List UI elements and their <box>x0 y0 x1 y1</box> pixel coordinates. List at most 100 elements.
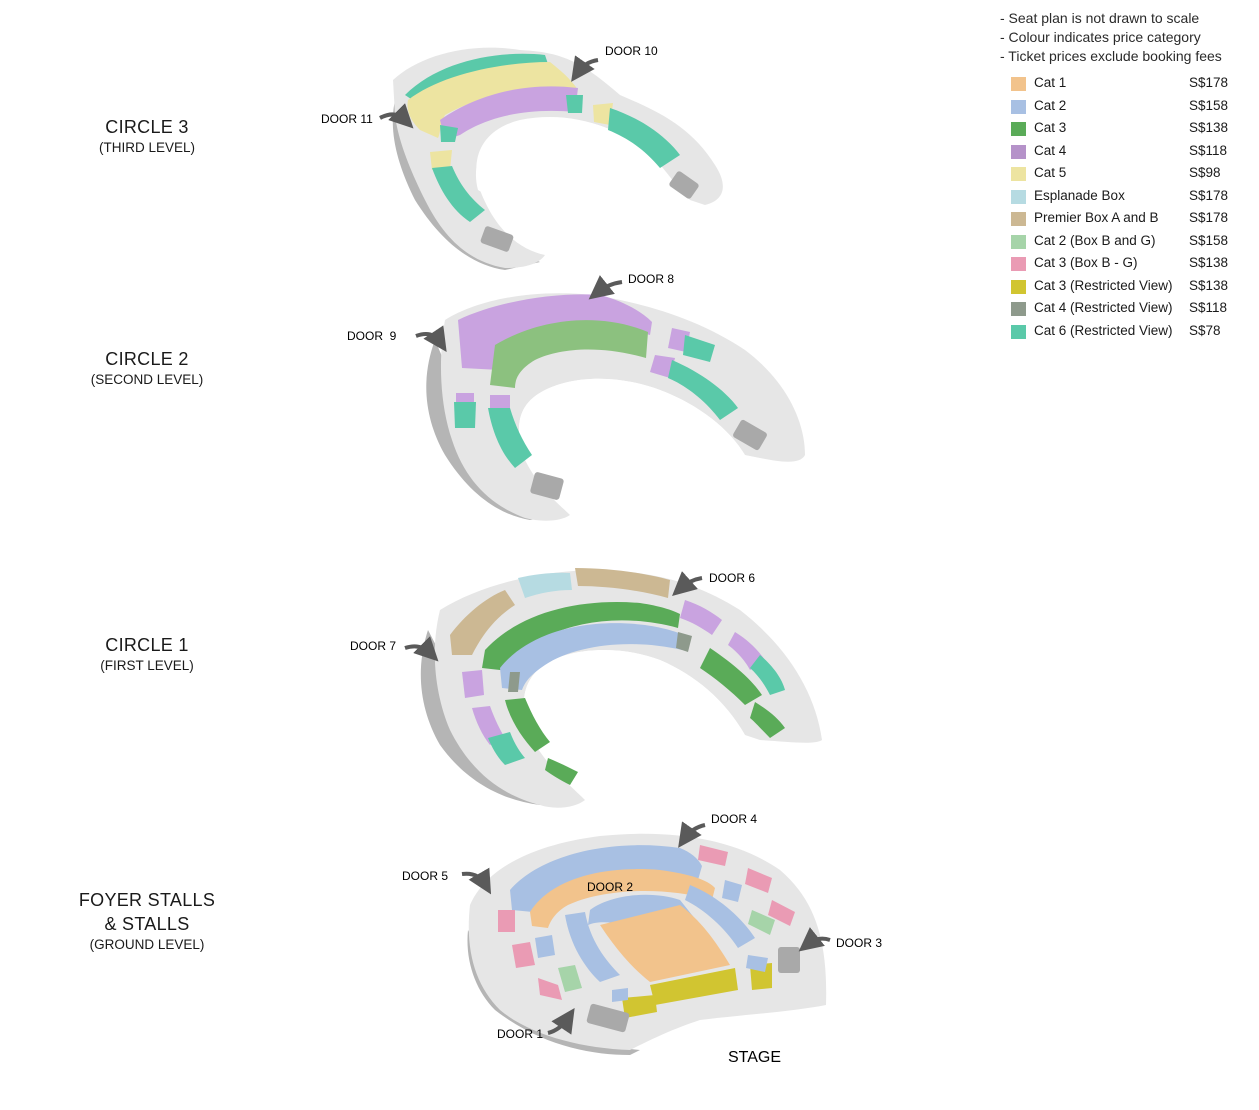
level-name: CIRCLE 3 <box>105 117 189 137</box>
color-swatch <box>1011 144 1026 159</box>
category-price: S$158 <box>1189 232 1229 248</box>
category-price: S$178 <box>1189 187 1229 203</box>
color-swatch <box>1011 302 1026 316</box>
category-name: Cat 3 (Restricted View) <box>1034 277 1173 293</box>
seating-block-cat6 <box>432 166 485 222</box>
seating-block-cat4 <box>728 632 765 670</box>
door-arrow <box>798 927 831 952</box>
level-subtitle: (FIRST LEVEL) <box>100 658 194 673</box>
category-price: S$138 <box>1189 255 1229 270</box>
door-arrow <box>415 325 447 352</box>
seating-block-premier-box <box>450 590 515 655</box>
ground-level <box>467 833 827 1055</box>
stage-label: STAGE <box>728 1049 781 1066</box>
category-name: Cat 5 <box>1034 165 1067 180</box>
door-label-2: DOOR 2 <box>587 880 633 894</box>
door-arrows <box>379 55 831 1035</box>
seating-block-premier-box <box>575 568 670 598</box>
legend-notes: - Seat plan is not drawn to scale - Colo… <box>1000 9 1222 66</box>
floor-shadow <box>420 630 565 805</box>
circle-1-level <box>420 568 822 808</box>
door-label-8: DOOR 8 <box>628 272 674 286</box>
level-subtitle: (GROUND LEVEL) <box>89 937 205 952</box>
category-price: S$118 <box>1189 142 1228 158</box>
door-arrow <box>461 867 492 895</box>
category-name: Premier Box A and B <box>1034 210 1159 225</box>
legend-item: Esplanade Box S$178 <box>1011 187 1241 210</box>
seating-block-cat5 <box>407 62 578 138</box>
seating-block-cat3 <box>750 702 785 738</box>
seating-block-cat2 <box>565 912 620 982</box>
category-price: S$178 <box>1189 210 1229 225</box>
seating-block-cat3-box <box>768 900 795 926</box>
control-booth <box>778 947 800 973</box>
color-swatch <box>1011 167 1026 181</box>
category-name: Cat 3 <box>1034 120 1067 135</box>
seating-block-cat2 <box>510 845 702 912</box>
seating-block-cat4 <box>650 355 675 378</box>
circle-3-level <box>392 47 723 270</box>
note-line: - Colour indicates price category <box>1000 29 1201 45</box>
note-line: - Seat plan is not drawn to scale <box>1000 10 1200 26</box>
category-name: Esplanade Box <box>1034 187 1125 203</box>
legend-item: Cat 3 (Restricted View)S$138 <box>1011 277 1241 300</box>
color-swatch <box>1011 189 1026 204</box>
seating-block-cat6 <box>488 408 532 468</box>
seating-block-cat4 <box>680 600 722 635</box>
color-swatch <box>1011 77 1026 91</box>
seating-block-cat3-restricted <box>622 995 657 1018</box>
seating-block-cat3-box <box>698 845 728 866</box>
seating-block-cat4 <box>440 86 578 140</box>
seating-block-cat3-light <box>490 320 648 388</box>
level-title-circle-1: CIRCLE 1 (FIRST LEVEL) <box>47 633 247 675</box>
seating-block-cat1 <box>600 905 730 982</box>
inner-void <box>475 117 640 200</box>
color-swatch <box>1011 122 1026 136</box>
seating-block-cat2 <box>722 880 742 902</box>
legend-item: Cat 3 (Box B - G)S$138 <box>1011 254 1241 277</box>
door-label-7: DOOR 7 <box>350 639 396 653</box>
level-title-circle-2: CIRCLE 2 (SECOND LEVEL) <box>47 347 247 389</box>
seating-block-cat6 <box>683 335 715 362</box>
level-name-line-2: & STALLS <box>104 914 190 934</box>
legend-item: Cat 6 (Restricted View) S$78 <box>1011 322 1241 345</box>
door-label-6: DOOR 6 <box>709 571 755 585</box>
seating-block-cat4 <box>490 395 510 410</box>
door-arrow <box>404 636 439 662</box>
seating-block-cat2 <box>535 935 555 958</box>
floor-shadow <box>426 340 560 520</box>
seating-block-cat2 <box>500 623 685 690</box>
seating-block-cat2-box <box>748 910 775 935</box>
category-price: S$78 <box>1189 322 1221 338</box>
seating-block-cat3 <box>545 758 578 785</box>
seating-block-cat6 <box>668 360 738 420</box>
seating-block-cat2 <box>746 955 768 972</box>
circle-2-level <box>426 293 805 521</box>
seating-block-cat6-small <box>440 125 458 142</box>
category-name: Cat 2 (Box B and G) <box>1034 232 1156 248</box>
door-label-1: DOOR 1 <box>497 1027 543 1041</box>
category-price: S$138 <box>1189 120 1229 135</box>
inner-void <box>523 650 745 735</box>
seating-block-cat5 <box>430 150 452 170</box>
category-name: Cat 6 (Restricted View) <box>1034 322 1173 338</box>
inner-void <box>519 378 745 460</box>
color-swatch <box>1011 234 1026 249</box>
seating-block-cat4-restricted <box>676 632 692 652</box>
seating-block-cat2-box <box>558 965 582 992</box>
level-subtitle: (THIRD LEVEL) <box>98 140 196 155</box>
seating-block-cat3-box <box>512 942 535 968</box>
door-arrow <box>547 1008 575 1035</box>
door-label-11: DOOR 11 <box>321 112 373 126</box>
category-price: S$118 <box>1189 300 1228 315</box>
seating-block-cat5 <box>593 103 613 125</box>
note-line: - Ticket prices exclude booking fees <box>1000 48 1222 64</box>
category-name: Cat 2 <box>1034 97 1067 113</box>
color-swatch <box>1011 324 1026 339</box>
